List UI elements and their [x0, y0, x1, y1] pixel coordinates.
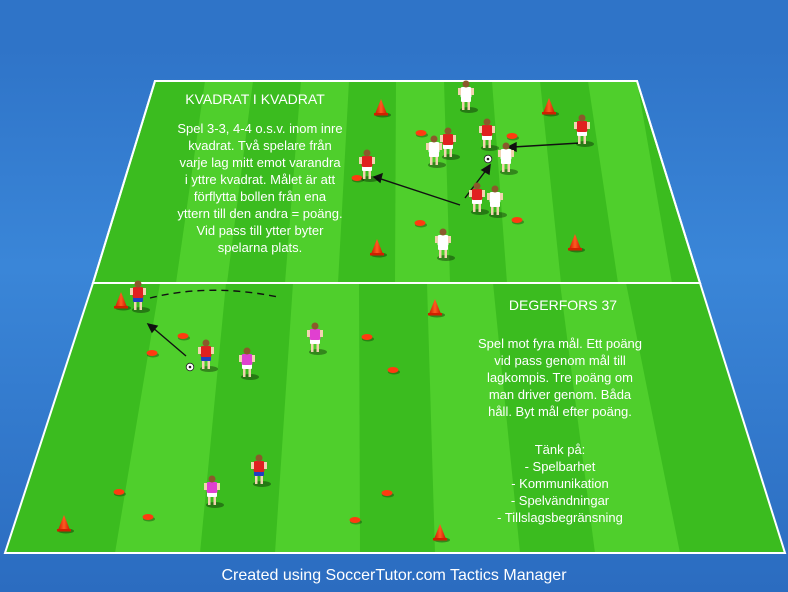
pass-arrow	[512, 142, 581, 148]
player-red	[469, 182, 489, 215]
cone	[428, 299, 445, 318]
coaching-points: Tänk på: - Spelbarhet - Kommunikation - …	[497, 442, 623, 525]
marker-disc	[361, 334, 374, 342]
player-white	[458, 80, 478, 113]
footer-credit: Created using SoccerTutor.com Tactics Ma…	[221, 567, 567, 584]
upper-pitch	[91, 80, 702, 284]
lower-pitch	[3, 282, 787, 554]
player-pink	[307, 322, 327, 355]
player-red	[130, 280, 150, 313]
marker-disc	[414, 220, 427, 228]
marker-disc	[351, 175, 364, 183]
player-white	[426, 135, 446, 168]
upper-drill-description: Spel 3-3, 4-4 o.s.v. inom inre kvadrat. …	[177, 121, 343, 255]
dribble-path	[149, 289, 279, 299]
cone	[370, 239, 387, 258]
cone	[57, 515, 74, 534]
marker-disc	[146, 350, 159, 358]
player-white	[435, 228, 455, 261]
player-white	[487, 185, 507, 218]
cone	[114, 292, 131, 311]
player-red	[251, 454, 271, 487]
upper-drill-title: KVADRAT I KVADRAT	[185, 91, 325, 107]
lower-drill-title: DEGERFORS 37	[508, 297, 618, 313]
cone	[374, 99, 391, 118]
marker-disc	[415, 130, 428, 138]
marker-disc	[349, 517, 362, 525]
player-red	[440, 127, 460, 160]
cone	[568, 234, 585, 253]
marker-disc	[177, 333, 190, 341]
marker-disc	[113, 489, 126, 497]
cone	[433, 524, 450, 543]
marker-disc	[511, 217, 524, 225]
lower-drill-description: Spel mot fyra mål. Ett poäng vid pass ge…	[477, 336, 643, 419]
marker-disc	[506, 133, 519, 141]
player-red	[198, 339, 218, 372]
player-pink	[204, 475, 224, 508]
ball	[185, 362, 195, 372]
pass-arrow	[377, 177, 461, 206]
marker-disc	[142, 514, 155, 522]
player-red	[479, 118, 499, 151]
player-pink	[239, 347, 259, 380]
marker-disc	[387, 367, 400, 375]
marker-disc	[381, 490, 394, 498]
pass-arrow	[151, 326, 187, 357]
cone	[542, 98, 559, 117]
movement-arrows	[146, 141, 581, 357]
player-red	[574, 114, 594, 147]
player-red	[359, 149, 379, 182]
player-white	[498, 142, 518, 175]
ball	[483, 154, 493, 164]
